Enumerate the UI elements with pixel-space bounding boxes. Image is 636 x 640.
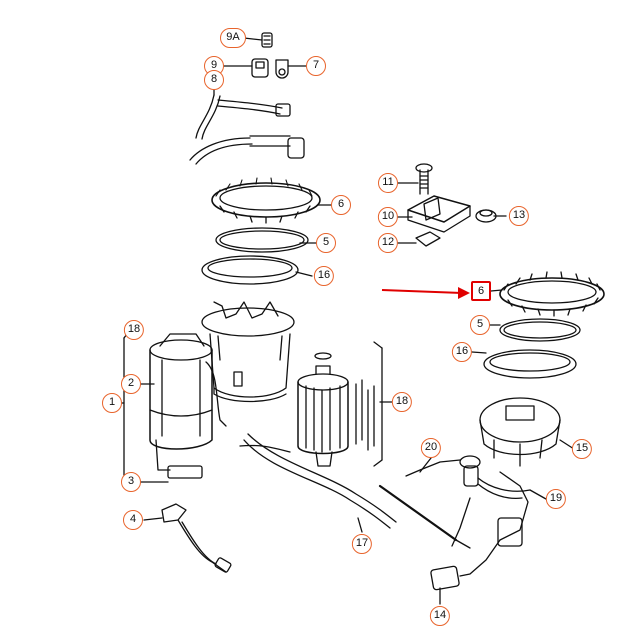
callout-13[interactable]: 13 — [508, 206, 530, 226]
callout-18-mid[interactable]: 18 — [391, 392, 413, 412]
callout-16-top[interactable]: 16 — [313, 266, 335, 286]
callout-19[interactable]: 19 — [545, 489, 567, 509]
callout-18-left[interactable]: 18 — [123, 320, 145, 340]
callout-8[interactable]: 8 — [204, 70, 224, 90]
callout-11[interactable]: 11 — [378, 173, 398, 193]
callout-6-top[interactable]: 6 — [331, 195, 351, 215]
callout-2[interactable]: 2 — [121, 374, 141, 394]
callout-10[interactable]: 10 — [377, 207, 399, 227]
callout-9a[interactable]: 9A — [220, 28, 246, 48]
callout-5-right[interactable]: 5 — [470, 315, 490, 335]
callout-12[interactable]: 12 — [377, 233, 399, 253]
callout-1[interactable]: 1 — [102, 393, 122, 413]
callout-4[interactable]: 4 — [123, 510, 143, 530]
callout-20[interactable]: 20 — [420, 438, 442, 458]
callout-5-top[interactable]: 5 — [316, 233, 336, 253]
callout-15[interactable]: 15 — [571, 439, 593, 459]
callout-14[interactable]: 14 — [429, 606, 451, 626]
callout-16-right[interactable]: 16 — [451, 342, 473, 362]
callout-17[interactable]: 17 — [351, 534, 373, 554]
callout-3[interactable]: 3 — [121, 472, 141, 492]
callout-6-right-highlighted[interactable]: 6 — [471, 281, 491, 301]
callout-7[interactable]: 7 — [306, 56, 326, 76]
